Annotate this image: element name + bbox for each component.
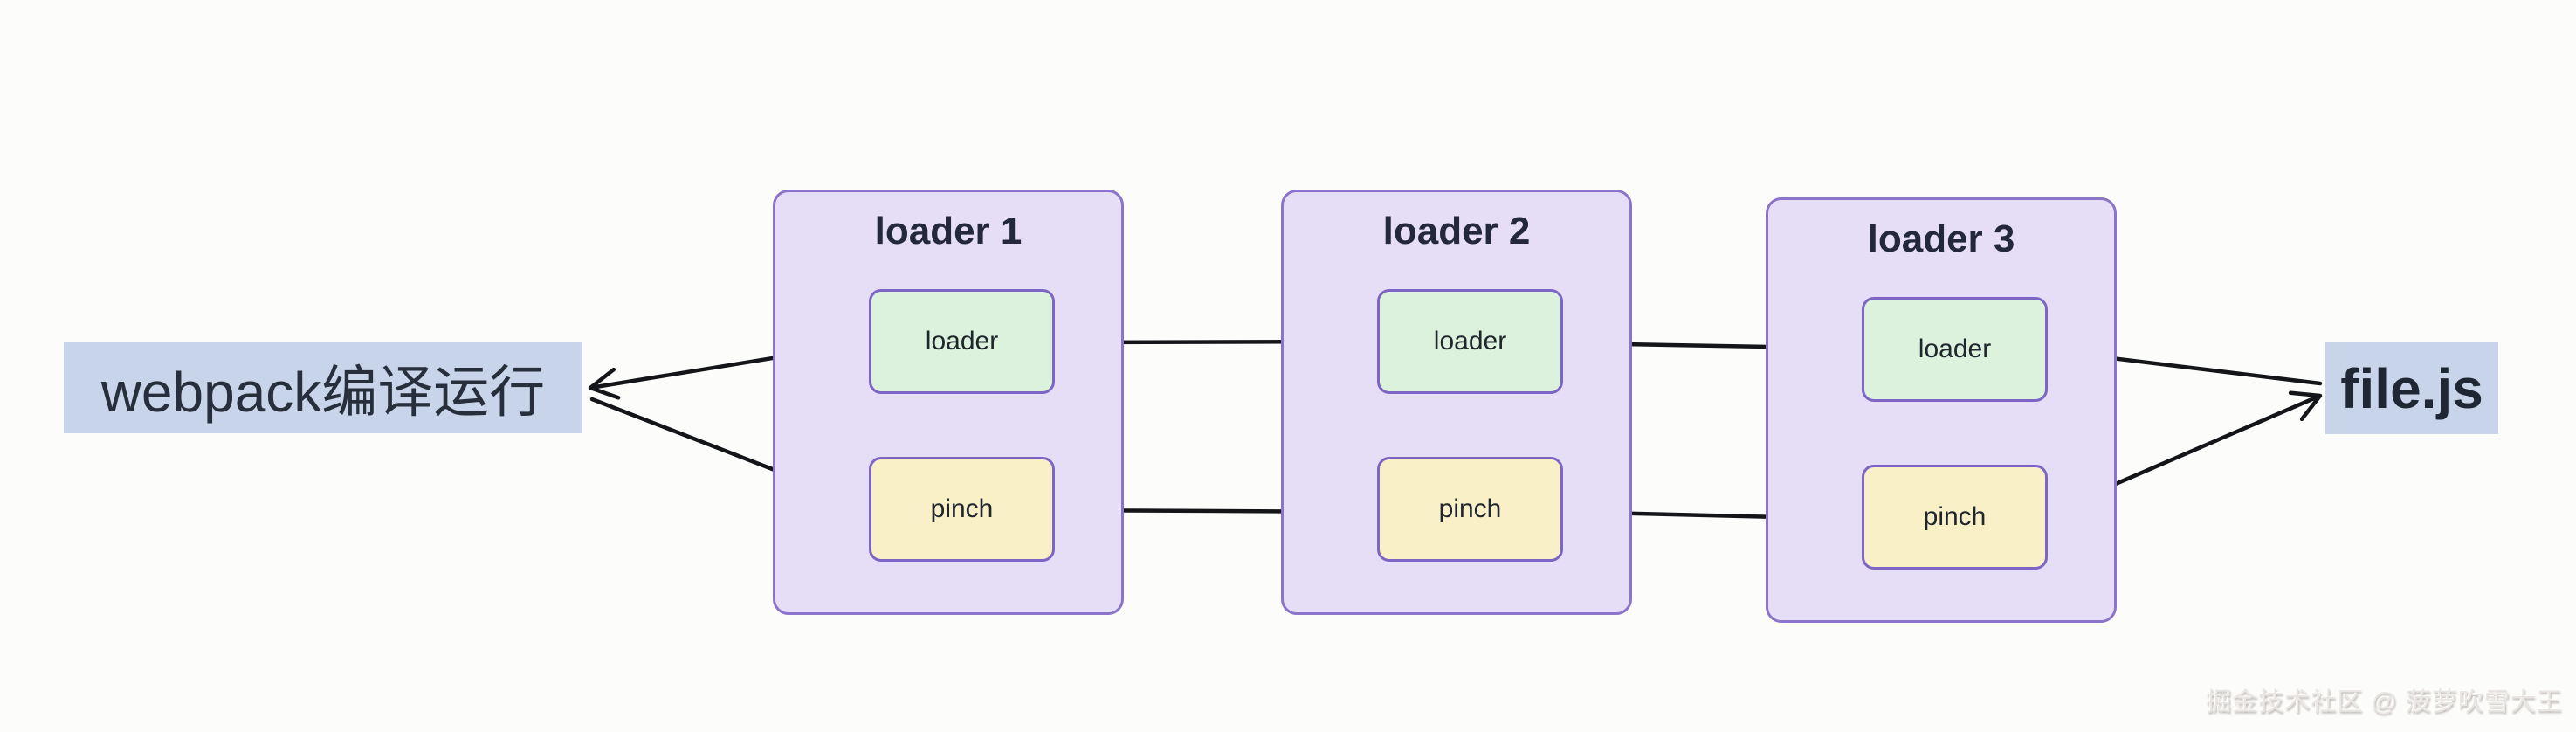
loader2-container: loader 2 loader pinch [1281,190,1632,615]
loader3-container: loader 3 loader pinch [1766,197,2117,623]
loader2-loader-box: loader [1377,289,1563,394]
loader3-pinch-label: pinch [1923,502,1987,531]
filejs-node-label: file.js [2340,356,2483,420]
loader3-title: loader 3 [1867,218,2015,260]
loader3-pinch-box: pinch [1862,465,2048,570]
loader1-title: loader 1 [874,210,1023,252]
loader3-loader-label: loader [1918,335,1992,363]
filejs-node: file.js [2325,342,2498,434]
loader2-pinch-label: pinch [1438,494,1502,523]
loader2-pinch-box: pinch [1377,457,1563,562]
loader1-loader-box: loader [869,289,1055,394]
webpack-node: webpack编译运行 [64,342,582,433]
watermark: 掘金技术社区 @ 菠萝吹雪大王 [2206,688,2563,716]
loader1-pinch-label: pinch [930,494,994,523]
loader2-loader-label: loader [1433,327,1507,356]
loader1-pinch-box: pinch [869,457,1055,562]
loader3-loader-box: loader [1862,297,2048,402]
loader1-container: loader 1 loader pinch [773,190,1124,615]
loader2-title: loader 2 [1382,210,1531,252]
webpack-node-label: webpack编译运行 [100,361,546,424]
loader1-loader-label: loader [925,327,999,356]
